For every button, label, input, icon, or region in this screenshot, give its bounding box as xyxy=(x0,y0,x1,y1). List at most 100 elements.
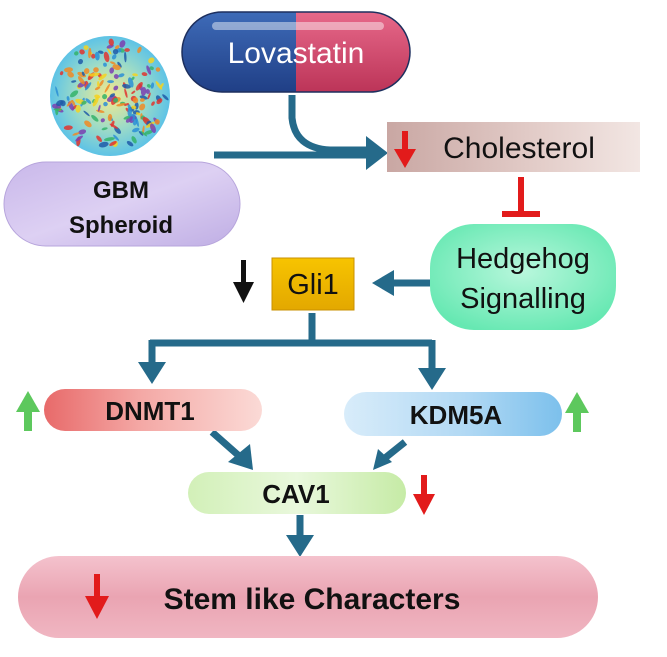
spheroid-speckle xyxy=(59,71,64,76)
spheroid-speckle xyxy=(103,51,110,63)
spheroid-speckle xyxy=(97,81,100,88)
down-arrow-icon xyxy=(394,131,416,168)
spheroid-speckle xyxy=(135,112,141,116)
spheroid-speckle xyxy=(104,83,111,93)
spheroid-speckle xyxy=(138,130,144,136)
arrowhead-stem xyxy=(286,535,314,557)
spheroid-speckle xyxy=(107,80,114,84)
spheroid-speckle xyxy=(102,94,108,100)
spheroid-speckle xyxy=(131,90,136,94)
spheroid-speckle xyxy=(113,85,119,91)
lovastatin-capsule: Lovastatin xyxy=(181,11,411,93)
arrowhead-gli1 xyxy=(372,270,394,296)
spheroid-speckle xyxy=(132,127,140,133)
dnmt1-node: DNMT1 xyxy=(16,389,262,431)
spheroid-speckle xyxy=(160,83,164,88)
spheroid-speckle xyxy=(100,118,105,123)
spheroid-speckle xyxy=(92,96,99,107)
spheroid-speckle xyxy=(124,88,128,98)
spheroid-speckle xyxy=(97,104,101,112)
spheroid-speckle xyxy=(110,120,115,127)
spheroid-speckle xyxy=(107,113,113,122)
spheroid-speckle xyxy=(108,38,114,46)
spheroid-speckle xyxy=(89,72,100,77)
spheroid-speckle xyxy=(151,101,155,106)
spheroid-speckle xyxy=(78,129,87,135)
spheroid-speckle xyxy=(88,47,92,59)
gli1-label: Gli1 xyxy=(287,269,339,301)
cav1-node: CAV1 xyxy=(188,472,435,515)
spheroid-speckle xyxy=(128,77,134,88)
spheroid-speckle xyxy=(109,61,116,65)
spheroid-speckle xyxy=(103,137,115,142)
spheroid-speckle xyxy=(77,59,84,65)
dnmt1-to-cav1-line xyxy=(209,429,241,458)
spheroid-speckle xyxy=(81,100,87,105)
spheroid-speckle xyxy=(75,135,84,142)
spheroid-speckle xyxy=(139,103,146,111)
spheroid-speckle xyxy=(132,97,139,104)
spheroid-speckle xyxy=(146,84,151,88)
spheroid-speckle xyxy=(155,67,161,72)
spheroid-speckle xyxy=(109,93,116,98)
spheroid-speckle xyxy=(112,64,121,71)
spheroid-speckle xyxy=(137,46,142,54)
spheroid-speckle xyxy=(145,89,150,94)
connectors xyxy=(148,95,436,537)
spheroid-speckle xyxy=(84,120,92,128)
spheroid-speckle xyxy=(97,50,104,54)
spheroid-speckle xyxy=(117,61,122,68)
spheroid-speckle xyxy=(140,130,148,137)
spheroid-speckle xyxy=(83,110,90,117)
spheroid-speckle xyxy=(93,67,99,73)
spheroid-speckle xyxy=(124,51,127,63)
up-arrow-icon xyxy=(565,392,589,432)
spheroid-speckle xyxy=(113,134,120,141)
spheroid-speckle xyxy=(70,90,79,98)
arrowheads xyxy=(138,136,446,557)
stem-like-node: Stem like Characters xyxy=(18,556,598,638)
gbm-label-line2: Spheroid xyxy=(69,212,173,239)
hedgehog-label-line1: Hedgehog xyxy=(456,243,590,275)
inhibition-bar xyxy=(502,177,540,217)
spheroid-speckle xyxy=(132,73,138,77)
spheroid-speckle xyxy=(131,105,137,110)
spheroid-speckle xyxy=(113,74,119,79)
spheroid-speckle xyxy=(56,99,64,107)
spheroid-speckle xyxy=(125,116,133,123)
lovastatin-to-cholesterol-curve xyxy=(288,95,370,154)
spheroid-speckle xyxy=(72,132,80,136)
arrowhead-cav1-left xyxy=(228,444,253,470)
spheroid-speckle xyxy=(146,65,152,75)
spheroid-speckle xyxy=(135,82,143,91)
spheroid-speckle xyxy=(150,82,155,89)
arrowhead-kdm5a xyxy=(418,368,446,390)
spheroid-speckle xyxy=(124,103,129,106)
spheroid-speckle xyxy=(63,125,73,131)
cav1-label: CAV1 xyxy=(262,479,329,509)
down-arrow-icon xyxy=(413,475,435,515)
spheroid-speckle xyxy=(77,76,85,85)
spheroid-speckle xyxy=(123,115,131,120)
spheroid-speckle xyxy=(144,130,153,135)
spheroid-speckle xyxy=(79,49,85,55)
kdm5a-to-cav1-line xyxy=(382,439,408,461)
arrowhead-dnmt1 xyxy=(138,362,166,384)
spheroid-speckle xyxy=(109,67,115,74)
spheroid-speckle xyxy=(109,140,117,147)
gli1-branch-lines xyxy=(148,313,436,370)
spheroid-speckle xyxy=(71,80,77,83)
gbm-label-line1: GBM xyxy=(93,177,149,204)
spheroid-speckle xyxy=(156,98,163,105)
spheroid-speckle xyxy=(124,48,130,52)
spheroid-speckle xyxy=(162,94,169,101)
spheroid-speckle xyxy=(98,141,109,148)
spheroid-speckle xyxy=(116,103,126,107)
spheroid-speckle xyxy=(147,92,151,100)
spheroid-speckle xyxy=(74,51,79,56)
spheroid-speckle xyxy=(103,62,107,67)
hedgehog-label-line2: Signalling xyxy=(460,283,586,315)
spheroid-speckle xyxy=(113,97,119,103)
down-arrow-icon xyxy=(85,574,109,619)
spheroid-speckle xyxy=(118,73,125,78)
